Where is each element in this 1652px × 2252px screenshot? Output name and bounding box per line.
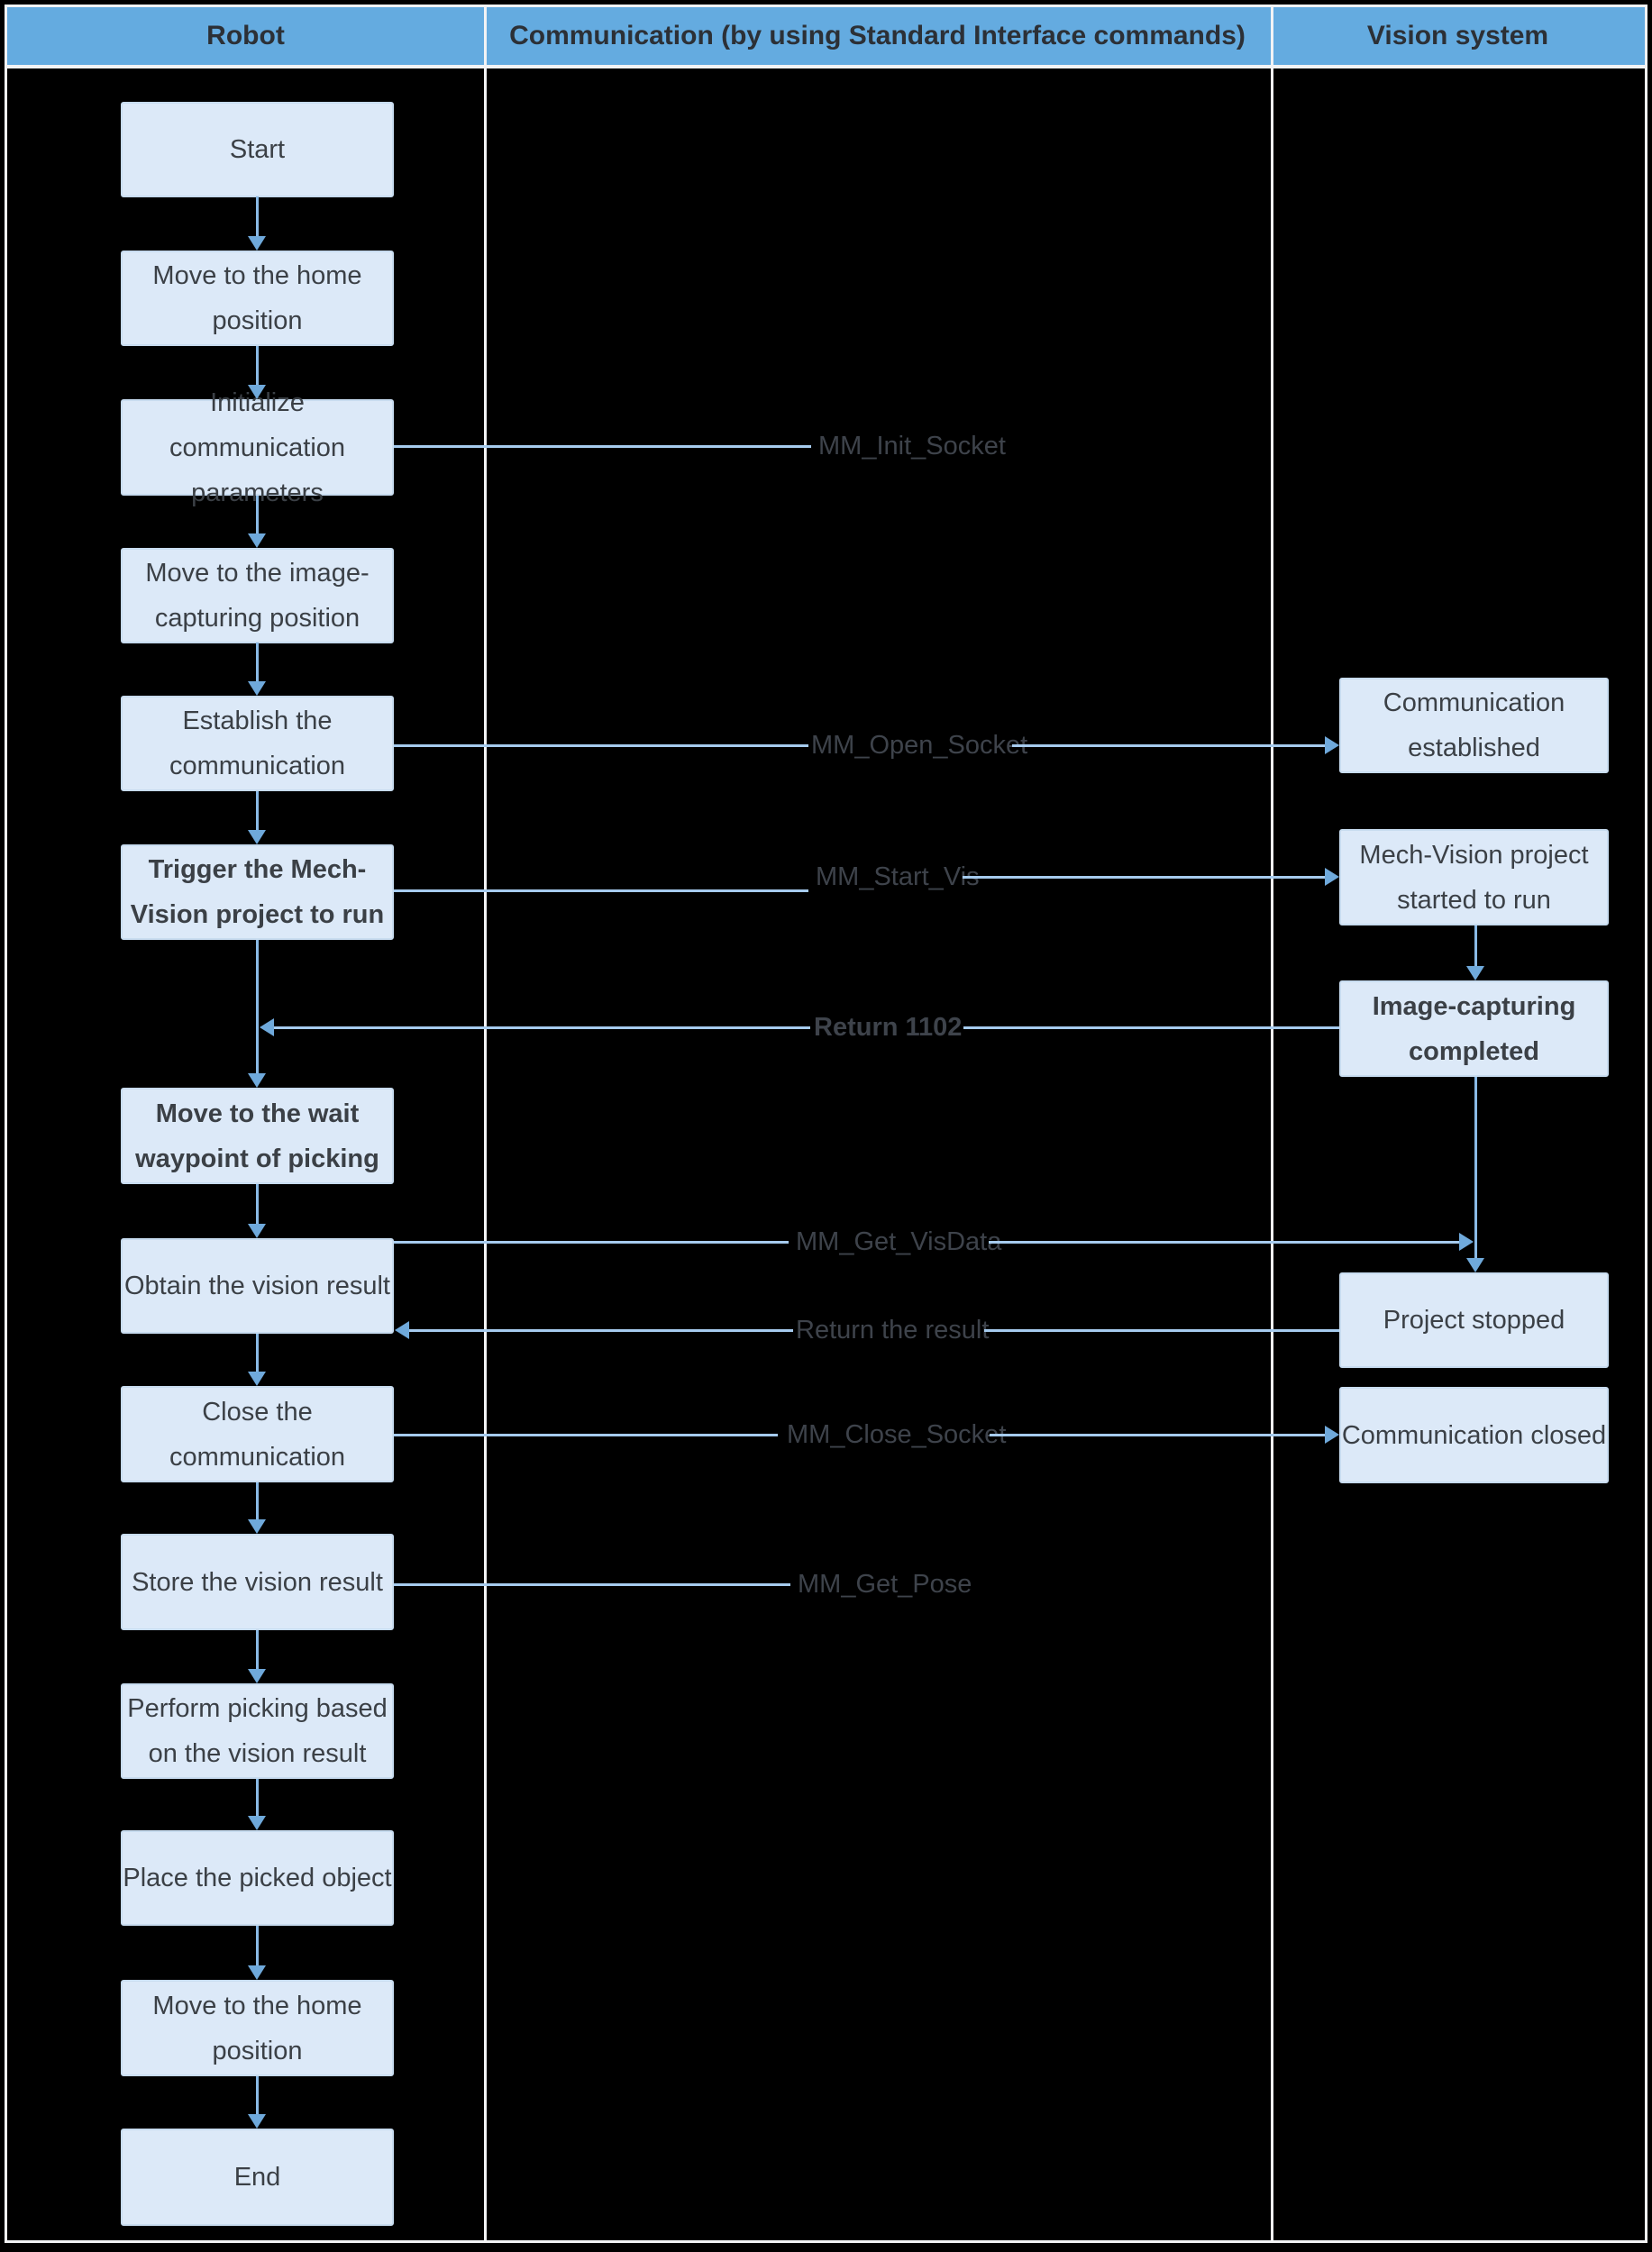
arrowhead-open-socket — [1325, 736, 1339, 754]
command-label-return-the-result: Return the result — [796, 1316, 990, 1345]
flow-node-trigger-project: Trigger the Mech-Vision project to run — [121, 844, 394, 940]
connector-perform-to-place — [256, 1779, 259, 1816]
connector-place-to-home — [256, 1926, 259, 1965]
header-robot: Robot — [206, 21, 285, 50]
connector-init-to-move-capture — [256, 496, 259, 533]
flow-node-establish-comm: Establish the communication — [121, 696, 394, 791]
command-label-return-1102: Return 1102 — [814, 1013, 963, 1042]
connector-get-visdata-left — [394, 1241, 789, 1244]
connector-close-to-store — [256, 1482, 259, 1519]
connector-wait-to-obtain — [256, 1184, 259, 1224]
connector-obtain-to-close — [256, 1334, 259, 1372]
header-band — [7, 7, 1645, 65]
connector-get-pose — [394, 1583, 790, 1586]
connector-start-vis-right — [963, 876, 1325, 879]
flow-node-perform-picking: Perform picking based on the vision resu… — [121, 1683, 394, 1779]
arrowhead-to-move-home — [248, 236, 266, 251]
diagram-frame — [5, 5, 1647, 2243]
flow-node-move-home-2: Move to the home position — [121, 1980, 394, 2076]
arrowhead-to-store — [248, 1519, 266, 1534]
arrowhead-to-home — [248, 1965, 266, 1980]
flow-node-move-image-capture: Move to the image-capturing position — [121, 548, 394, 643]
connector-capture-to-establish — [256, 643, 259, 681]
connector-return-result-left — [409, 1329, 793, 1332]
flow-node-move-wait-waypoint: Move to the wait waypoint of picking — [121, 1088, 394, 1184]
connector-home-to-end — [256, 2076, 259, 2114]
command-label-mm-close-socket: MM_Close_Socket — [787, 1420, 1007, 1449]
flow-node-place-object: Place the picked object — [121, 1830, 394, 1926]
arrowhead-to-obtain — [248, 1224, 266, 1238]
arrowhead-return-result — [395, 1321, 409, 1339]
arrowhead-to-establish — [248, 681, 266, 696]
command-label-mm-init-socket: MM_Init_Socket — [818, 432, 1006, 460]
connector-return-result-right — [984, 1329, 1339, 1332]
connector-start-vis-left — [394, 889, 808, 892]
header-vision-system: Vision system — [1366, 21, 1549, 50]
vision-node-project-started: Mech-Vision project started to run — [1339, 829, 1609, 925]
command-label-mm-get-visdata: MM_Get_VisData — [796, 1227, 1002, 1256]
flow-node-obtain-result: Obtain the vision result — [121, 1238, 394, 1334]
arrowhead-to-place — [248, 1816, 266, 1830]
vision-node-comm-established: Communication established — [1339, 678, 1609, 773]
connector-captured-to-stopped — [1474, 1077, 1477, 1258]
connector-trigger-to-wait — [256, 940, 259, 1073]
arrowhead-to-stopped — [1466, 1258, 1484, 1272]
flow-node-move-home: Move to the home position — [121, 251, 394, 346]
flow-node-end: End — [121, 2129, 394, 2226]
flow-node-start: Start — [121, 102, 394, 197]
connector-return-1102-right — [963, 1026, 1339, 1029]
flow-node-init-params: Initialize communication parameters — [121, 388, 394, 507]
arrowhead-to-move-capture — [248, 533, 266, 548]
connector-started-to-captured — [1474, 925, 1477, 966]
arrowhead-close-socket — [1325, 1426, 1339, 1444]
command-label-mm-get-pose: MM_Get_Pose — [798, 1570, 972, 1599]
arrowhead-to-perform — [248, 1669, 266, 1683]
connector-start-to-move-home — [256, 196, 259, 236]
connector-close-socket-right — [990, 1434, 1325, 1436]
connector-return-1102-left — [274, 1026, 810, 1029]
arrowhead-to-trigger — [248, 830, 266, 844]
flow-node-close-comm: Close the communication — [121, 1386, 394, 1482]
arrowhead-to-wait — [248, 1073, 266, 1088]
arrowhead-to-end — [248, 2114, 266, 2129]
arrowhead-start-vis — [1325, 868, 1339, 886]
vision-node-project-stopped: Project stopped — [1339, 1272, 1609, 1368]
arrowhead-return-1102 — [260, 1018, 274, 1036]
vision-node-image-captured: Image-capturing completed — [1339, 980, 1609, 1077]
arrowhead-get-visdata — [1459, 1233, 1474, 1251]
command-label-mm-open-socket: MM_Open_Socket — [811, 731, 1028, 760]
arrowhead-to-captured — [1466, 966, 1484, 980]
header-communication: Communication (by using Standard Interfa… — [509, 21, 1246, 50]
connector-establish-to-trigger — [256, 791, 259, 830]
connector-get-visdata-right — [989, 1241, 1459, 1244]
connector-move-home-to-init — [256, 346, 259, 385]
header-underline — [7, 65, 1645, 68]
connector-close-socket-left — [394, 1434, 778, 1436]
connector-open-socket-left — [394, 744, 808, 747]
lane-divider-left — [484, 7, 487, 2240]
connector-store-to-perform — [256, 1630, 259, 1669]
arrowhead-to-close — [248, 1372, 266, 1386]
lane-divider-right — [1271, 7, 1273, 2240]
connector-init-socket — [394, 445, 811, 448]
connector-open-socket-right — [1012, 744, 1325, 747]
vision-node-comm-closed: Communication closed — [1339, 1387, 1609, 1483]
flow-node-store-result: Store the vision result — [121, 1534, 394, 1630]
arrowhead-to-init — [248, 385, 266, 399]
command-label-mm-start-vis: MM_Start_Vis — [816, 862, 980, 891]
